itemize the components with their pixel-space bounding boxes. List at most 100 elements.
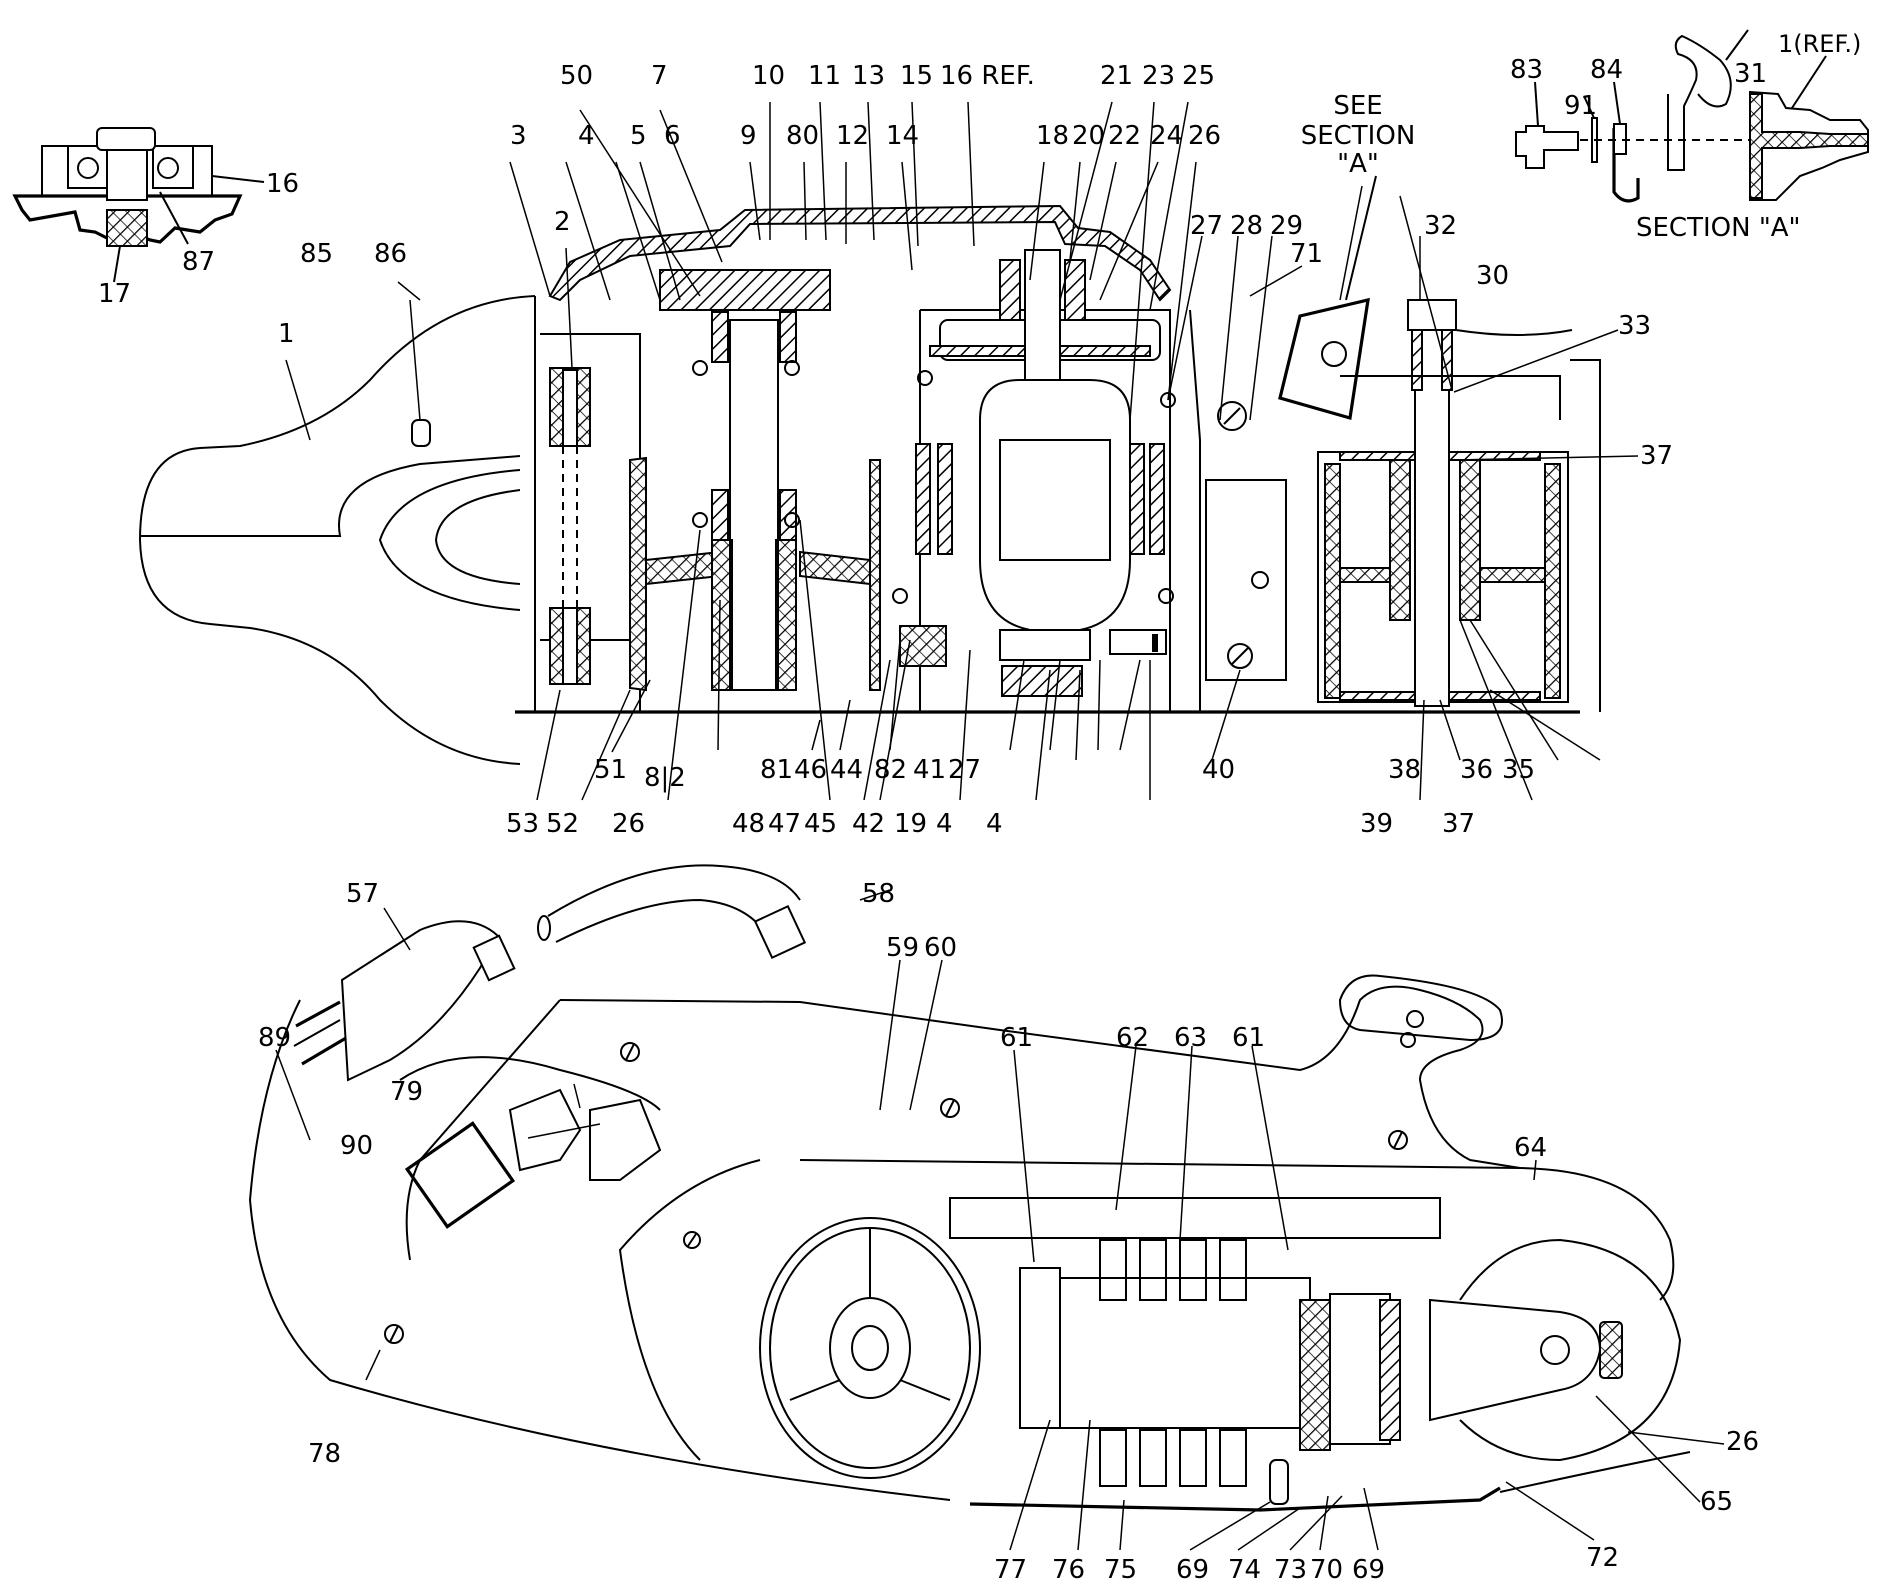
label-71: 71	[1290, 239, 1323, 269]
svg-text:SEE: SEE	[1333, 91, 1382, 121]
screws	[384, 1032, 1416, 1344]
label-91: 91	[1564, 91, 1597, 121]
label-79: 79	[390, 1077, 423, 1107]
top-sectional-view: 50 7 10 11 13 15 16 REF. 21 23 25 3 4 5 …	[138, 61, 1673, 839]
label-48: 48	[732, 809, 765, 839]
label-15: 15	[900, 61, 933, 91]
label-27-bottom: 27	[948, 755, 981, 785]
leader-16	[211, 175, 265, 183]
label-23: 23	[1142, 61, 1175, 91]
label-17: 17	[98, 279, 131, 309]
label-78: 78	[308, 1439, 341, 1469]
label-69-a: 69	[1176, 1555, 1209, 1585]
label-14: 14	[886, 121, 919, 151]
label-26-side: 26	[1726, 1427, 1759, 1457]
label-83: 83	[1510, 55, 1543, 85]
lever-31	[1667, 34, 1732, 171]
leader-17	[113, 245, 121, 283]
switch-lever-71	[1278, 297, 1370, 421]
label-28: 28	[1230, 211, 1263, 241]
label-59: 59	[886, 933, 919, 963]
base-plate-74	[969, 1486, 1501, 1512]
label-61-a: 61	[1000, 1023, 1033, 1053]
shaft-18	[1024, 249, 1061, 381]
label-90: 90	[340, 1131, 373, 1161]
label-58: 58	[862, 879, 895, 909]
label-10: 10	[752, 61, 785, 91]
label-89: 89	[258, 1023, 291, 1053]
label-37-right: 37	[1640, 441, 1673, 471]
shaft-39	[1414, 329, 1450, 707]
label-62: 62	[1116, 1023, 1149, 1053]
label-13: 13	[852, 61, 885, 91]
label-57: 57	[346, 879, 379, 909]
label-84: 84	[1590, 55, 1623, 85]
label-4-b: 4	[986, 809, 1003, 839]
label-36: 36	[1460, 755, 1493, 785]
plug-57	[340, 920, 500, 1082]
label-21: 21	[1100, 61, 1133, 91]
label-39: 39	[1360, 809, 1393, 839]
label-85: 85	[300, 239, 333, 269]
gear-32	[1407, 299, 1457, 331]
label-20: 20	[1072, 121, 1105, 151]
armature-23	[979, 379, 1131, 631]
label-75: 75	[1104, 1555, 1137, 1585]
top-cover-hatch	[548, 204, 1172, 302]
label-65: 65	[1700, 1487, 1733, 1517]
section-a-detail: 83 84 91 31 1(REF.) SECTION "A"	[1510, 29, 1869, 243]
screw-83	[1515, 125, 1579, 169]
label-35: 35	[1502, 755, 1535, 785]
label-42: 42	[852, 809, 885, 839]
svg-text:SECTION: SECTION	[1301, 121, 1416, 151]
label-24: 24	[1150, 121, 1183, 151]
label-63: 63	[1174, 1023, 1207, 1053]
label-30: 30	[1476, 261, 1509, 291]
side-view-leaders	[275, 889, 1725, 1551]
top-view-leaders	[285, 101, 1639, 461]
label-76: 76	[1052, 1555, 1085, 1585]
label-31: 31	[1734, 59, 1767, 89]
see-section-a-note: SEE SECTION "A"	[1301, 91, 1416, 301]
tension-arm-65	[1429, 1298, 1602, 1422]
label-87: 87	[182, 247, 215, 277]
label-74: 74	[1228, 1555, 1261, 1585]
leader-87	[159, 191, 189, 245]
label-40: 40	[1202, 755, 1235, 785]
svg-text:"A": "A"	[1337, 149, 1379, 179]
label-60: 60	[924, 933, 957, 963]
label-81: 81	[760, 755, 793, 785]
label-70: 70	[1310, 1555, 1343, 1585]
label-86: 86	[374, 239, 407, 269]
label-47: 47	[768, 809, 801, 839]
button-86	[411, 419, 431, 447]
strain-relief-58	[753, 904, 807, 960]
label-27-top: 27	[1190, 211, 1223, 241]
label-1: 1	[278, 319, 295, 349]
label-69-b: 69	[1352, 1555, 1385, 1585]
label-44: 44	[830, 755, 863, 785]
label-1-ref: 1(REF.)	[1778, 30, 1861, 58]
label-37-bottom: 37	[1442, 809, 1475, 839]
label-8-2: 8|2	[644, 763, 686, 793]
label-2: 2	[554, 207, 571, 237]
label-18: 18	[1036, 121, 1069, 151]
label-26-top: 26	[1188, 121, 1221, 151]
switch-plate-79	[508, 1088, 582, 1172]
label-25: 25	[1182, 61, 1215, 91]
switch-90	[404, 1121, 516, 1229]
label-51: 51	[594, 755, 627, 785]
label-38: 38	[1388, 755, 1421, 785]
inset-bearing-detail: 16 87 17	[12, 127, 299, 309]
label-80: 80	[786, 121, 819, 151]
front-pulley-wheel	[759, 1217, 981, 1479]
label-16: 16	[266, 169, 299, 199]
label-82: 82	[874, 755, 907, 785]
label-61-b: 61	[1232, 1023, 1265, 1053]
label-52: 52	[546, 809, 579, 839]
section-a-caption: SECTION "A"	[1636, 213, 1801, 243]
label-7: 7	[651, 61, 668, 91]
label-6: 6	[664, 121, 681, 151]
label-33: 33	[1618, 311, 1651, 341]
